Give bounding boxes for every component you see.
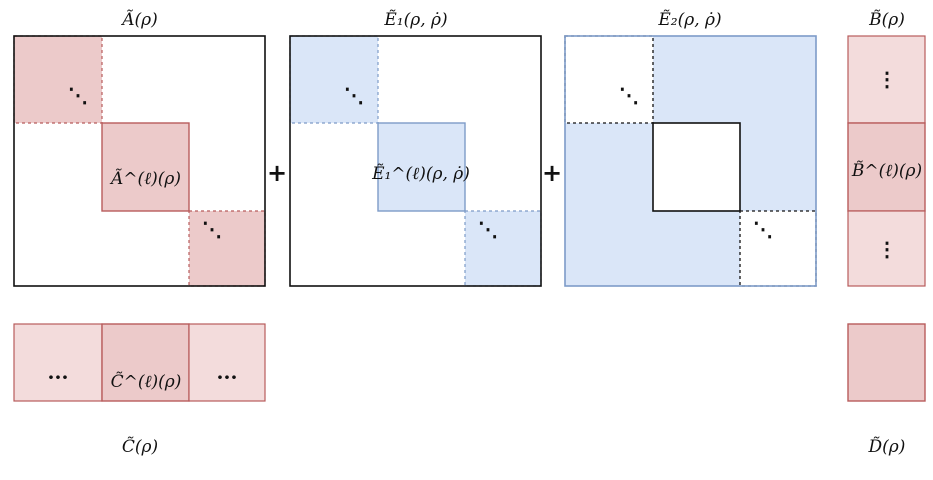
matrix-d-block: [847, 323, 926, 402]
matrix-a-title: Ã(ρ): [120, 9, 158, 30]
matrix-e1-diagonal-dots-top: ⋱: [344, 83, 364, 107]
matrix-e2-title: Ẽ₂(ρ, ρ̇): [657, 9, 721, 30]
matrix-b-vertical-dots-top: ⋮: [877, 67, 897, 91]
matrix-e2-diagonal-dots-bottom: ⋱: [753, 217, 773, 241]
matrix-a: ⋱ ⋱ Ã^(ℓ)(ρ) Ã(ρ): [13, 9, 266, 287]
matrix-a-block-top: [13, 35, 103, 124]
matrix-a-diagonal-dots-top: ⋱: [68, 83, 88, 107]
matrix-e1-block-label: Ẽ₁^(ℓ)(ρ, ρ̇): [371, 163, 470, 184]
matrix-b-block-bottom: [847, 210, 926, 287]
matrix-e2-diagonal-dots-top: ⋱: [619, 83, 639, 107]
matrix-c-block-left: [13, 323, 103, 402]
matrix-e1-diagonal-dots-bottom: ⋱: [478, 217, 498, 241]
plus-operator-2: +: [542, 159, 562, 187]
matrix-e1: ⋱ ⋱ Ẽ₁^(ℓ)(ρ, ρ̇) Ẽ₁(ρ, ρ̇): [289, 9, 542, 287]
matrix-c-block-right: [188, 323, 266, 402]
matrix-e2-block-middle: [652, 122, 741, 212]
matrix-e1-block-bottom: [464, 210, 542, 287]
matrix-e1-block-middle: [377, 122, 466, 212]
matrix-e2: ⋱ ⋱ Ẽ₂(ρ, ρ̇): [564, 9, 817, 287]
matrix-c-horizontal-dots-left: ···: [48, 365, 69, 389]
matrix-a-block-middle: [101, 122, 190, 212]
matrix-e2-border: [564, 35, 817, 287]
matrix-c: ··· ··· C̃^(ℓ)(ρ) C̃(ρ): [13, 323, 266, 457]
matrix-d: D̃(ρ): [847, 323, 926, 457]
matrix-b-block-label: B̃^(ℓ)(ρ): [851, 161, 922, 181]
matrix-b-block-top: [847, 35, 926, 124]
matrix-c-title: C̃(ρ): [122, 437, 158, 457]
matrix-c-horizontal-dots-right: ···: [217, 365, 238, 389]
matrix-e2-block-bottom: [739, 210, 817, 287]
matrix-b-block-middle: [847, 122, 926, 212]
matrix-c-block-label: C̃^(ℓ)(ρ): [111, 372, 182, 392]
matrix-e1-title: Ẽ₁(ρ, ρ̇): [383, 9, 447, 30]
matrix-c-block-middle: [101, 323, 190, 402]
matrix-b: ⋮ ⋮ B̃^(ℓ)(ρ) B̃(ρ): [847, 10, 926, 287]
matrix-a-block-bottom: [188, 210, 266, 287]
matrix-e2-block-top: [564, 35, 654, 124]
matrix-d-title: D̃(ρ): [868, 437, 906, 457]
matrix-e1-border: [289, 35, 542, 287]
plus-operator-1: +: [267, 159, 287, 187]
matrix-b-title: B̃(ρ): [868, 10, 905, 30]
matrix-a-border: [13, 35, 266, 287]
matrix-b-vertical-dots-bottom: ⋮: [877, 237, 897, 261]
matrix-a-block-label: Ã^(ℓ)(ρ): [109, 168, 181, 189]
matrix-e1-block-top: [289, 35, 379, 124]
matrix-a-diagonal-dots-bottom: ⋱: [202, 217, 222, 241]
